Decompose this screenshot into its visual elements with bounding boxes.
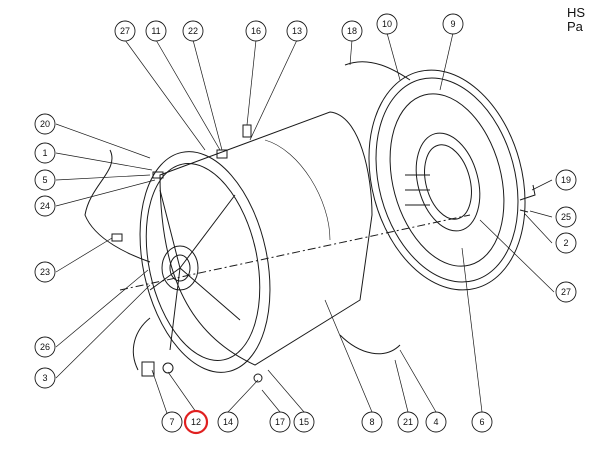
callout-10: 10 — [376, 13, 398, 35]
callout-12-highlighted: 12 — [183, 409, 209, 435]
corner-line-1: HS — [567, 5, 586, 20]
callout-2: 2 — [555, 232, 577, 254]
svg-text:5: 5 — [42, 175, 47, 185]
svg-text:16: 16 — [251, 26, 261, 36]
callout-4: 4 — [425, 411, 447, 433]
svg-text:23: 23 — [40, 267, 50, 277]
svg-text:14: 14 — [223, 417, 233, 427]
svg-text:20: 20 — [40, 119, 50, 129]
svg-text:10: 10 — [382, 19, 392, 29]
callout-1: 1 — [34, 142, 56, 164]
corner-line-2: Pa — [567, 19, 583, 34]
callout-6: 6 — [471, 411, 493, 433]
callout-13: 13 — [286, 20, 308, 42]
svg-text:8: 8 — [369, 417, 374, 427]
callout-14: 14 — [217, 411, 239, 433]
svg-text:17: 17 — [275, 417, 285, 427]
svg-text:7: 7 — [169, 417, 174, 427]
svg-text:22: 22 — [188, 26, 198, 36]
svg-text:11: 11 — [151, 26, 160, 36]
svg-text:1: 1 — [42, 148, 47, 158]
svg-text:4: 4 — [433, 417, 438, 427]
svg-text:2: 2 — [563, 238, 568, 248]
drum-body — [159, 111, 373, 366]
svg-text:24: 24 — [40, 201, 50, 211]
callout-18: 18 — [341, 20, 363, 42]
callout-16: 16 — [245, 20, 267, 42]
callout-17: 17 — [269, 411, 291, 433]
svg-text:21: 21 — [403, 417, 413, 427]
rear-bulkhead — [139, 151, 271, 373]
top-cable — [344, 61, 411, 81]
svg-text:12: 12 — [191, 417, 201, 427]
callout-25: 25 — [555, 206, 577, 228]
callout-21: 21 — [397, 411, 419, 433]
wire-harness — [84, 149, 151, 263]
svg-text:6: 6 — [479, 417, 484, 427]
svg-text:27: 27 — [120, 26, 130, 36]
front-ring-outer — [368, 69, 526, 291]
leader-lines — [55, 32, 555, 423]
callouts: 27 11 22 16 13 18 10 9 20 1 5 24 23 26 3… — [34, 13, 577, 435]
callout-11: 11 — [145, 20, 167, 42]
svg-text:25: 25 — [561, 212, 571, 222]
callout-19: 19 — [555, 169, 577, 191]
callout-3: 3 — [34, 367, 56, 389]
svg-text:15: 15 — [299, 417, 309, 427]
svg-text:26: 26 — [40, 342, 50, 352]
callout-8: 8 — [361, 411, 383, 433]
callout-22: 22 — [182, 20, 204, 42]
callout-7: 7 — [161, 411, 183, 433]
bearing-hub — [161, 245, 199, 291]
callout-23: 23 — [34, 261, 56, 283]
svg-text:9: 9 — [450, 19, 455, 29]
svg-text:27: 27 — [561, 287, 571, 297]
svg-text:18: 18 — [347, 26, 357, 36]
drum-drawing — [84, 61, 536, 383]
callout-5: 5 — [34, 169, 56, 191]
callout-9: 9 — [442, 13, 464, 35]
callout-20: 20 — [34, 113, 56, 135]
svg-text:13: 13 — [292, 26, 302, 36]
corner-header: HS Pa — [567, 6, 585, 34]
callout-24: 24 — [34, 195, 56, 217]
front-opening — [415, 132, 481, 232]
callout-26: 26 — [34, 336, 56, 358]
callout-27-top: 27 — [114, 20, 136, 42]
callout-15: 15 — [293, 411, 315, 433]
svg-text:19: 19 — [561, 175, 571, 185]
callout-27-right: 27 — [555, 281, 577, 303]
svg-text:3: 3 — [42, 373, 47, 383]
